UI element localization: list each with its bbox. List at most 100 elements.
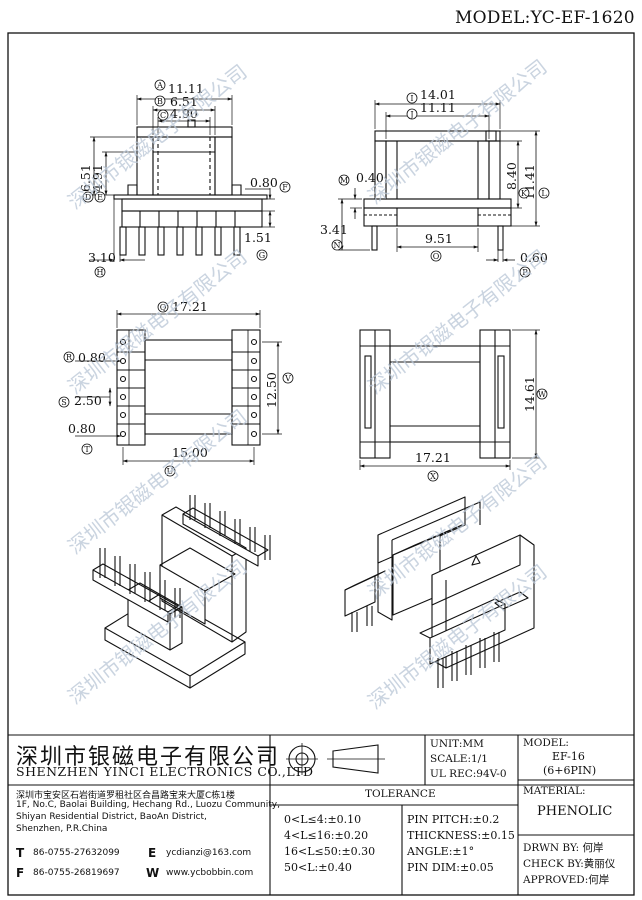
svg-text:K: K [521, 189, 528, 198]
address-en-3: Shenzhen, P.R.China [16, 824, 108, 834]
svg-text:L: L [541, 189, 547, 198]
dim-k: 8.40 [504, 162, 519, 190]
dimension-bubble-labels: A B C D E F G H I J K L M N O P Q R S T … [61, 81, 547, 481]
dim-r: 0.80 [78, 350, 106, 365]
svg-text:C: C [160, 111, 166, 120]
bottom-view [75, 310, 282, 465]
svg-text:V: V [284, 374, 291, 383]
svg-text:A: A [156, 81, 163, 90]
svg-text:G: G [259, 251, 265, 260]
web-link[interactable]: www.ycbobbin.com [166, 868, 254, 878]
svg-text:深圳市银磁电子有限公司: 深圳市银磁电子有限公司 [363, 245, 551, 399]
svg-text:D: D [85, 193, 91, 202]
svg-text:P: P [522, 268, 528, 277]
dim-f: 0.80 [250, 175, 278, 190]
pin-dim: PIN DIM:±0.05 [407, 861, 494, 874]
svg-text:W: W [538, 390, 547, 399]
dim-d: 6.51 [78, 164, 93, 192]
dim-n: 3.41 [320, 222, 348, 237]
drawn-by: DRWN BY: 何岸 [523, 842, 604, 854]
email-label: E [148, 846, 157, 860]
company-name-en: SHENZHEN YINCI ELECTRONICS CO.,LTD [16, 764, 314, 779]
dimension-bubbles [58, 79, 550, 482]
sheet-border [7, 32, 635, 896]
material-value: PHENOLIC [537, 804, 613, 819]
dim-g: 1.51 [244, 230, 272, 245]
dim-x: 17.21 [415, 450, 451, 465]
svg-text:U: U [167, 467, 174, 476]
tolerance-row-3: 16<L≤50:±0.30 [284, 845, 376, 858]
model-header: MODEL:YC-EF-1620 [455, 8, 635, 28]
dim-q: 17.21 [172, 299, 208, 314]
svg-text:F: F [282, 183, 288, 192]
fax-number: 86-0755-26819697 [33, 868, 120, 878]
side-view [338, 100, 540, 262]
tolerance-row-2: 4<L≤16:±0.20 [284, 829, 369, 842]
svg-text:M: M [340, 176, 348, 185]
check-by: CHECK BY:黄丽仪 [523, 858, 616, 870]
front-view [90, 95, 275, 262]
address-en-1: 1F, No.C, Baolai Building, Hechang Rd., … [16, 800, 280, 810]
tolerance-row-1: 0<L≤4:±0.10 [284, 813, 362, 826]
top-view [359, 329, 540, 470]
address-en-2: Shiyan Residential District, BaoAn Distr… [16, 812, 207, 822]
svg-text:S: S [61, 398, 66, 407]
svg-text:J: J [409, 110, 413, 119]
ul-rec: UL REC:94V-0 [430, 768, 507, 780]
dim-t: 0.80 [68, 421, 96, 436]
svg-text:X: X [430, 472, 436, 481]
dim-v: 12.50 [264, 372, 279, 408]
dim-i: 14.01 [420, 87, 456, 102]
angle: ANGLE:±1° [407, 845, 475, 858]
material-label: MATERIAL: [523, 785, 586, 797]
svg-text:Q: Q [160, 303, 167, 312]
svg-text:T: T [84, 445, 90, 454]
isometric-view-left [92, 495, 271, 689]
scale: SCALE:1/1 [430, 753, 488, 765]
dim-b: 6.51 [170, 94, 198, 109]
web-label: W [146, 866, 160, 880]
tel-label: T [16, 846, 25, 860]
approved-by: APPROVED:何岸 [523, 874, 610, 886]
dim-w: 14.61 [522, 376, 537, 412]
dim-o: 9.51 [425, 231, 453, 246]
svg-text:B: B [157, 97, 163, 106]
bottom-view-dimensions: 17.21 0.80 2.50 0.80 15.00 12.50 [68, 299, 279, 460]
dim-p: 0.60 [520, 250, 548, 265]
tolerance-title: TOLERANCE [365, 788, 436, 800]
pin-count: (6+6PIN) [543, 764, 597, 777]
svg-text:E: E [97, 193, 103, 202]
tolerance-row-4: 50<L:±0.40 [284, 861, 352, 874]
pin-pitch: PIN PITCH:±0.2 [407, 813, 500, 826]
company-name-cn: 深圳市银磁电子有限公司 [16, 745, 281, 770]
thickness: THICKNESS:±0.15 [407, 829, 515, 842]
front-view-dimensions: 11.11 6.51 4.90 6.51 4.91 0.80 1.51 3.10 [78, 81, 278, 265]
dim-s: 2.50 [74, 393, 102, 408]
dim-a: 11.11 [168, 81, 204, 96]
title-block-grid [8, 734, 634, 895]
fax-label: F [16, 866, 25, 880]
isometric-view-right [344, 496, 535, 688]
unit: UNIT:MM [430, 738, 484, 750]
svg-text:H: H [97, 268, 104, 277]
svg-text:O: O [433, 252, 440, 261]
top-view-dimensions: 14.61 17.21 [415, 376, 537, 465]
dim-h: 3.10 [88, 250, 116, 265]
svg-text:N: N [334, 241, 341, 250]
email-link[interactable]: ycdianzi@163.com [166, 848, 252, 858]
svg-text:深圳市银磁电子有限公司: 深圳市银磁电子有限公司 [63, 245, 251, 399]
svg-text:I: I [410, 94, 413, 103]
dim-j: 11.11 [420, 100, 456, 115]
side-view-dimensions: 14.01 11.11 8.40 11.41 0.40 3.41 9.51 0.… [320, 87, 548, 265]
dim-e: 4.91 [90, 164, 105, 192]
tel-number: 86-0755-27632099 [33, 848, 120, 858]
dim-m: 0.40 [356, 170, 384, 185]
address-cn: 深圳市宝安区石岩街道罗租社区合昌路宝来大厦C栋1楼 [16, 791, 236, 801]
dim-c: 4.90 [170, 106, 198, 121]
model-value: EF-16 [552, 750, 585, 763]
model-label: MODEL: [523, 737, 569, 749]
svg-text:深圳市银磁电子有限公司: 深圳市银磁电子有限公司 [63, 555, 251, 709]
svg-text:R: R [66, 353, 73, 362]
